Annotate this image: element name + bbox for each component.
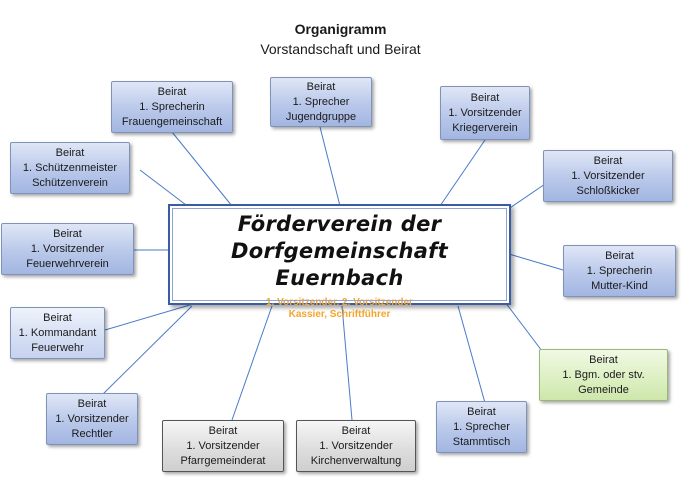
node-kirchenverwaltung: Beirat 1. Vorsitzender Kirchenverwaltung [296, 420, 416, 472]
connector-pfarrgemeinderat [231, 305, 273, 421]
connector-stammtisch [457, 305, 486, 404]
connector-kirchenverwaltung [341, 305, 353, 421]
connector-jugendgruppe [319, 126, 341, 207]
node-feuerwehr: Beirat 1. Kommandant Feuerwehr [10, 307, 105, 359]
central-roles-line-2: Kassier, Schriftführer [288, 309, 391, 320]
node-jugendgruppe: Beirat 1. Sprecher Jugendgruppe [270, 77, 372, 127]
central-title-line-1: Förderverein der [237, 212, 442, 236]
connector-mutter-kind [508, 253, 564, 271]
connector-gemeinde [504, 301, 546, 356]
connector-kriegerverein [439, 139, 486, 207]
connector-schlosskicker [503, 181, 549, 213]
node-stammtisch: Beirat 1. Sprecher Stammtisch [436, 401, 527, 453]
connector-rechtler [99, 305, 193, 398]
node-frauengemeinschaft: Beirat 1. Sprecherin Frauengemeinschaft [111, 81, 233, 133]
diagram-subtitle: Vorstandschaft und Beirat [260, 41, 421, 57]
connector-schuetzenverein [139, 169, 191, 209]
node-pfarrgemeinderat: Beirat 1. Vorsitzender Pfarrgemeinderat [162, 420, 284, 472]
diagram-title: Organigramm [294, 21, 387, 37]
connector-feuerwehr [104, 301, 201, 331]
node-mutter-kind: Beirat 1. Sprecherin Mutter-Kind [563, 245, 676, 297]
node-kriegerverein: Beirat 1. Vorsitzender Kriegerverein [440, 86, 530, 140]
connector-frauengemeinschaft [171, 131, 233, 207]
central-organization-box: Förderverein der Dorfgemeinschaft Euernb… [168, 204, 511, 320]
node-gemeinde: Beirat 1. Bgm. oder stv. Gemeinde [539, 349, 668, 401]
central-title-line-2: Dorfgemeinschaft Euernbach [231, 239, 448, 290]
central-roles-line-1: 1. Vorsitzender, 2. Vorsitzender [266, 297, 413, 308]
node-schlosskicker: Beirat 1. Vorsitzender Schloßkicker [543, 150, 673, 202]
node-feuerwehrverein: Beirat 1. Vorsitzender Feuerwehrverein [1, 223, 134, 275]
node-schuetzenverein: Beirat 1. Schützenmeister Schützenverein [10, 142, 130, 194]
node-rechtler: Beirat 1. Vorsitzender Rechtler [46, 393, 138, 445]
